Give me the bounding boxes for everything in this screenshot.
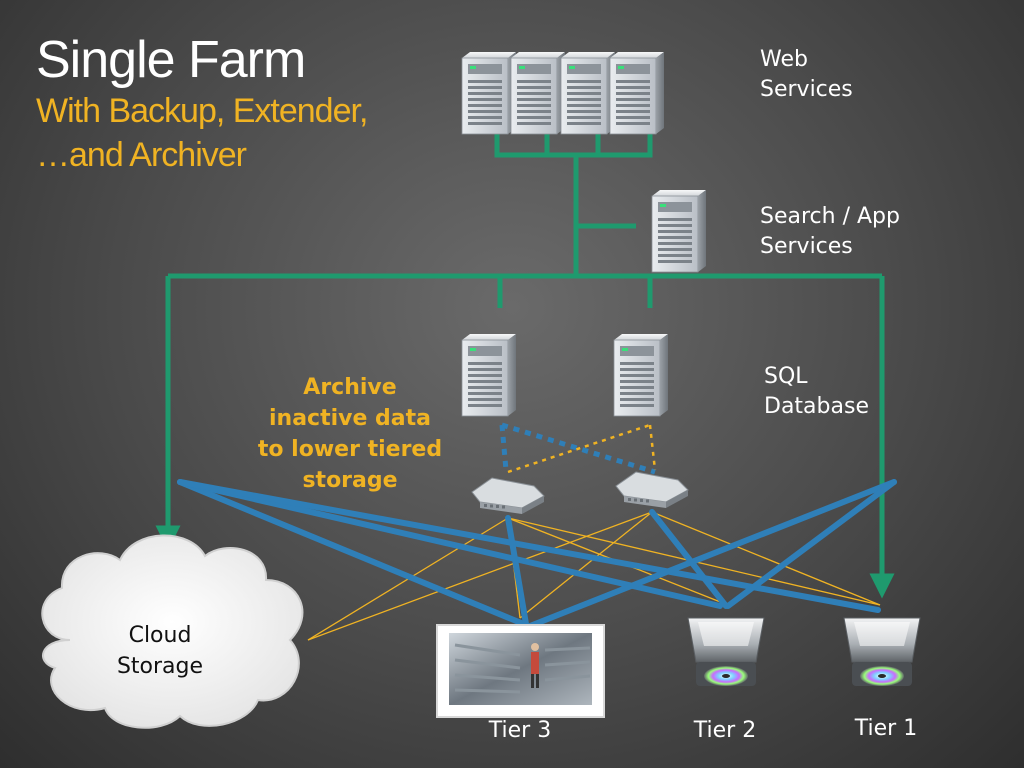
web-services-label-line-1: Web (760, 47, 808, 72)
archive-annotation-line-3: to lower tiered (257, 437, 443, 462)
tier2-label: Tier 2 (693, 718, 757, 743)
search-app-services-label-line-2: Services (760, 234, 853, 259)
storage-router-icon-1 (471, 477, 545, 515)
tier3-label: Tier 3 (488, 718, 552, 743)
slide-title: Single Farm (36, 31, 306, 89)
web-server-icon-1 (461, 51, 517, 135)
sql-database-label-line-2: Database (764, 394, 869, 419)
app-server-icon (651, 189, 707, 273)
archive-annotation-line-2: inactive data (268, 406, 432, 431)
cloud-storage-label-line-2: Storage (116, 654, 204, 679)
web-services-label: Web Services (760, 45, 853, 105)
datacenter-photo-icon (436, 624, 605, 718)
search-app-services-label: Search / App Services (760, 202, 900, 262)
disk-drive-icon-tier2 (687, 617, 765, 687)
web-server-icon-4 (609, 51, 665, 135)
cluster-link-blue (501, 422, 656, 475)
web-server-icon-2 (510, 51, 566, 135)
slide-subtitle-line-2: …and Archiver (36, 136, 247, 174)
storage-router-icon-2 (615, 471, 689, 509)
archive-annotation-line-4: storage (302, 468, 398, 493)
sql-server-icon-1 (461, 333, 517, 417)
sql-database-label: SQL Database (764, 362, 869, 422)
cloud-storage-label: Cloud Storage (90, 620, 230, 682)
tier1-label: Tier 1 (854, 716, 918, 741)
sql-database-label-line-1: SQL (764, 364, 808, 389)
disk-drive-icon-tier1 (843, 617, 921, 687)
cloud-storage-icon (41, 534, 304, 729)
green-network-links (155, 133, 895, 599)
search-app-services-label-line-1: Search / App (760, 204, 900, 229)
cloud-storage-label-line-1: Cloud (128, 623, 192, 648)
archive-annotation-line-1: Archive (303, 375, 397, 400)
archive-annotation: Archive inactive data to lower tiered st… (245, 372, 455, 496)
sql-server-icon-2 (613, 333, 669, 417)
web-services-label-line-2: Services (760, 77, 853, 102)
cluster-link-gold (507, 423, 651, 474)
slide-subtitle-line-1: With Backup, Extender, (36, 92, 368, 130)
web-server-icon-3 (560, 51, 616, 135)
blue-storage-links (177, 479, 897, 629)
